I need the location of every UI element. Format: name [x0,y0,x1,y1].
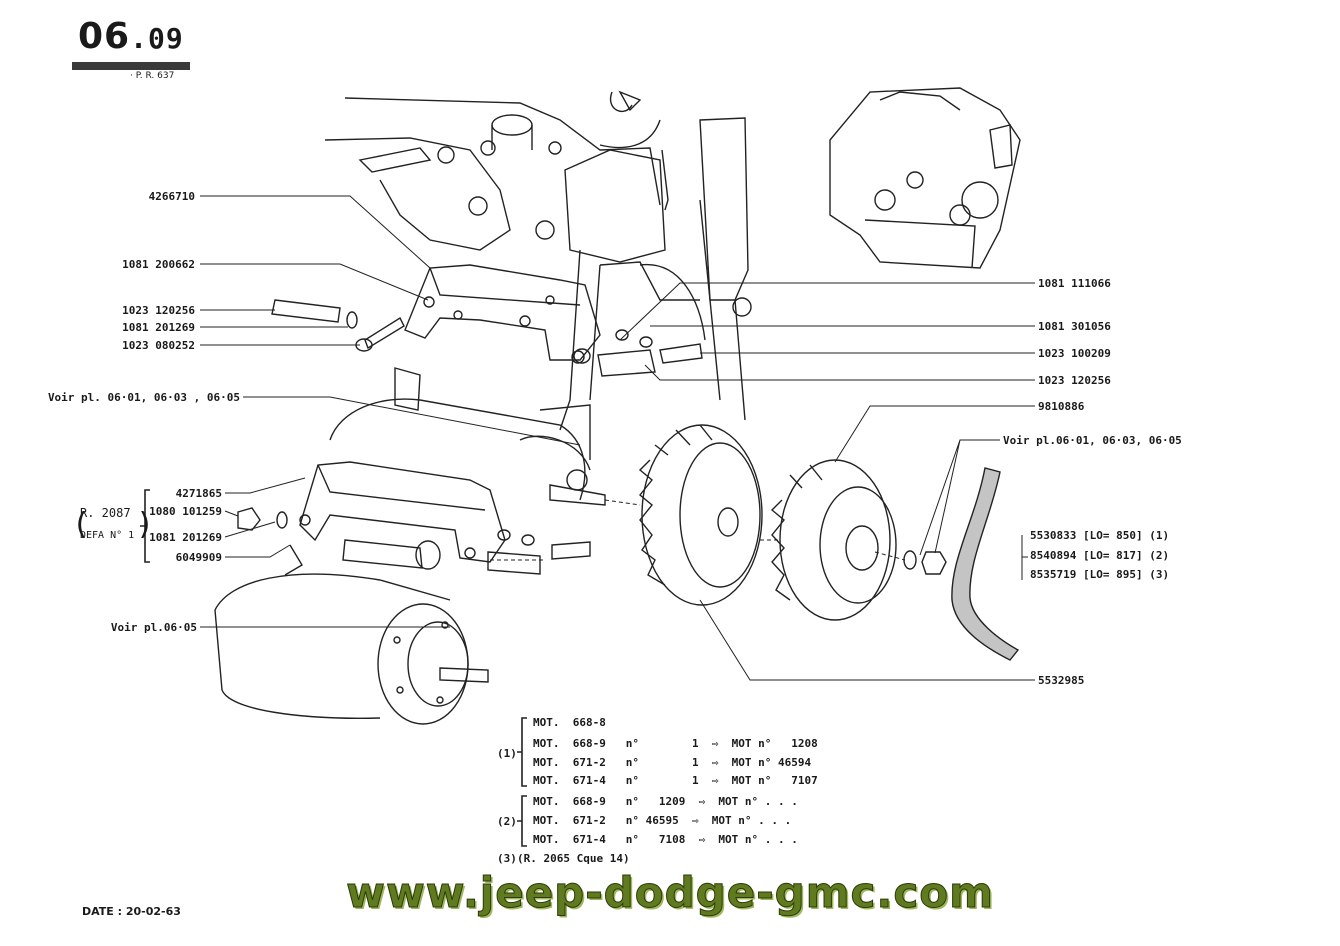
variant-defa: DEFA N° 1 [80,530,135,541]
engine-block-outline [324,90,752,431]
variant-r2087: R. 2087 [80,506,131,520]
note-row: MOT. 671-2 n° 1 ⇨ MOT n° 46594 [533,756,812,769]
note-row: MOT. 668-8 [533,716,606,729]
part-label-4271865: 4271865 [175,487,222,500]
leader-lines [200,195,1035,681]
part-label-1023080252: 1023 080252 [122,339,195,352]
part-label-1023100209: 1023 100209 [1038,347,1111,360]
note-row: MOT. 671-4 n° 7108 ⇨ MOT n° . . . [533,833,798,846]
header-bar [72,62,190,70]
note-group-2: (2) [497,815,517,828]
reference-note-voir-0605: Voir pl.06·05 [110,621,197,634]
upper-bolts [271,299,703,377]
fan-pulley-left [638,424,763,606]
reference-note-voir-right: Voir pl.06·01, 06·03, 06·05 [1003,434,1182,447]
note-brackets [140,489,527,847]
website-watermark: www.jeep-dodge-gmc.com [346,868,994,918]
page-number: 09 [147,22,184,55]
plate-date: DATE : 20-02-63 [82,905,181,918]
part-label-8535719: 8535719 [LO= 895] (3) [1030,568,1170,581]
note-row: (R. 2065 Cque 14) [517,852,630,865]
note-row: MOT. 668-9 n° 1 ⇨ MOT n° 1208 [533,737,818,750]
reference-note-voir: Voir pl. 06·01, 06·03 , 06·05 [47,391,240,404]
variant-paren-close: ) [136,507,155,542]
part-label-1023120256: 1023 120256 [122,304,195,317]
engine-thumbnail [829,87,1021,269]
pulley-right [770,459,897,621]
part-label-1081200662: 1081 200662 [122,258,195,271]
plate-reference: · P. R. 637 [130,71,175,81]
part-label-1080101259: 1080 101259 [149,505,222,518]
part-label-5532985: 5532985 [1038,674,1085,687]
part-label-1081301056: 1081 301056 [1038,320,1111,333]
upper-bracket [404,264,601,364]
section-number: 06.09 [78,16,184,57]
part-label-4266710: 4266710 [148,190,195,203]
note-group-1: (1) [497,747,517,760]
part-label-1023120256-right: 1023 120256 [1038,374,1111,387]
note-row: MOT. 671-2 n° 46595 ⇨ MOT n° . . . [533,814,792,827]
lower-alternator [214,544,489,725]
fan-belt [951,467,1020,661]
part-label-1081201269: 1081 201269 [122,321,195,334]
part-label-1081111066: 1081 111066 [1038,277,1111,290]
part-label-5530833: 5530833 [LO= 850] (1) [1030,529,1170,542]
note-row: MOT. 668-9 n° 1209 ⇨ MOT n° . . . [533,795,798,808]
alternator-housing [329,367,606,506]
part-label-9810886: 9810886 [1038,400,1085,413]
variant-paren-open: ( [72,507,91,542]
nut [921,551,947,575]
washer [903,550,917,570]
part-label-8540894: 8540894 [LO= 817] (2) [1030,549,1170,562]
part-label-6049909: 6049909 [175,551,222,564]
note-group-3: (3) [497,852,517,865]
lower-bracket [237,461,591,575]
part-label-1081201269-lower: 1081 201269 [149,531,222,544]
note-row: MOT. 671-4 n° 1 ⇨ MOT n° 7107 [533,774,818,787]
